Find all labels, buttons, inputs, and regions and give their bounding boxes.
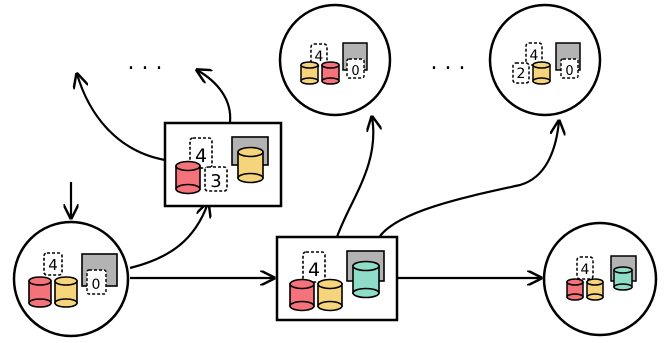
top-right-side-label: 2: [517, 66, 526, 82]
dashed-item-box: [302, 251, 326, 283]
cylinder-red-icon: [289, 278, 315, 312]
cylinder-yellow-icon: [317, 278, 343, 312]
cylinder-yellow-icon: [54, 276, 78, 308]
cylinder-red-icon: [175, 160, 201, 195]
cylinder-red-icon: [566, 278, 584, 301]
dashed-item-box: [512, 62, 530, 84]
dashed-item-box: [43, 252, 63, 276]
center-box-count-label: 4: [308, 259, 320, 281]
start-count-label: 4: [48, 256, 58, 274]
cylinder-yellow-icon: [300, 61, 319, 85]
top-left-count-label: 4: [315, 49, 324, 65]
cylinder-red-icon: [321, 61, 340, 85]
dashed-item-box: [576, 256, 594, 280]
edge-upper-box-to-left: [77, 74, 166, 162]
ellipsis-left: . . .: [128, 50, 163, 75]
node-center-box: 4: [275, 235, 399, 322]
top-right-bin-label: 0: [565, 64, 573, 79]
right-count-label: 4: [581, 262, 590, 278]
cylinder-yellow-icon: [237, 146, 264, 184]
node-start-circle: 4 0: [12, 220, 130, 338]
edge-start-to-upper-box: [129, 203, 208, 270]
ellipsis-right: . . .: [431, 50, 466, 75]
edge-center-box-to-top-left-circle: [335, 117, 373, 238]
cylinder-red-icon: [28, 276, 52, 308]
dashed-item-box: [189, 137, 213, 169]
edge-upper-box-to-up: [197, 70, 232, 123]
cylinder-teal-icon: [613, 266, 633, 291]
dashed-item-box: [310, 43, 328, 67]
node-top-left-circle: 4 0: [278, 3, 392, 117]
cylinder-yellow-icon: [532, 61, 551, 85]
cylinder-teal-icon: [352, 260, 380, 299]
node-upper-box: 4 3: [163, 121, 283, 208]
dashed-item-box: [204, 166, 228, 192]
node-right-circle: 4: [542, 221, 658, 337]
cylinder-yellow-icon: [586, 278, 604, 301]
top-left-bin-label: 0: [351, 64, 359, 79]
start-bin-label: 0: [92, 277, 101, 293]
upper-box-side-label: 3: [210, 171, 221, 192]
top-right-count-label: 4: [530, 48, 539, 64]
upper-box-count-label: 4: [195, 145, 207, 167]
edge-center-box-to-top-right-circle: [379, 121, 559, 237]
node-top-right-circle: 4 2 0: [488, 3, 602, 117]
